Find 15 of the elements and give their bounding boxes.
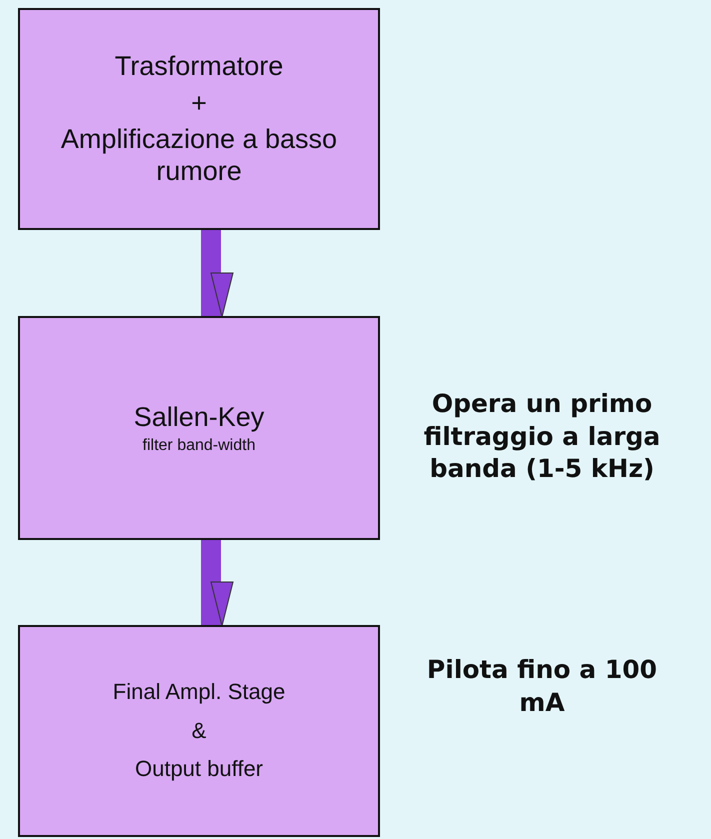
process-box — [18, 316, 380, 540]
box-subtitle: + — [191, 86, 207, 119]
annotation-text: Opera un primo filtraggio a larga banda (1-5 kHz) — [422, 388, 662, 485]
box-text: Amplificazione a basso rumore — [60, 123, 338, 188]
box-subtitle: & — [192, 718, 206, 744]
box-title: Final Ampl. Stage — [112, 679, 286, 706]
block-arrow — [201, 540, 234, 626]
process-box — [18, 8, 380, 230]
box-subtitle: filter band-width — [142, 436, 256, 455]
box-text: Output buffer — [134, 756, 263, 783]
box-title: Sallen-Key — [134, 401, 264, 434]
box-title: Trasformatore — [114, 50, 284, 83]
annotation-text: Pilota fino a 100 mA — [426, 654, 658, 718]
process-box — [18, 625, 380, 837]
block-arrow — [201, 230, 234, 318]
